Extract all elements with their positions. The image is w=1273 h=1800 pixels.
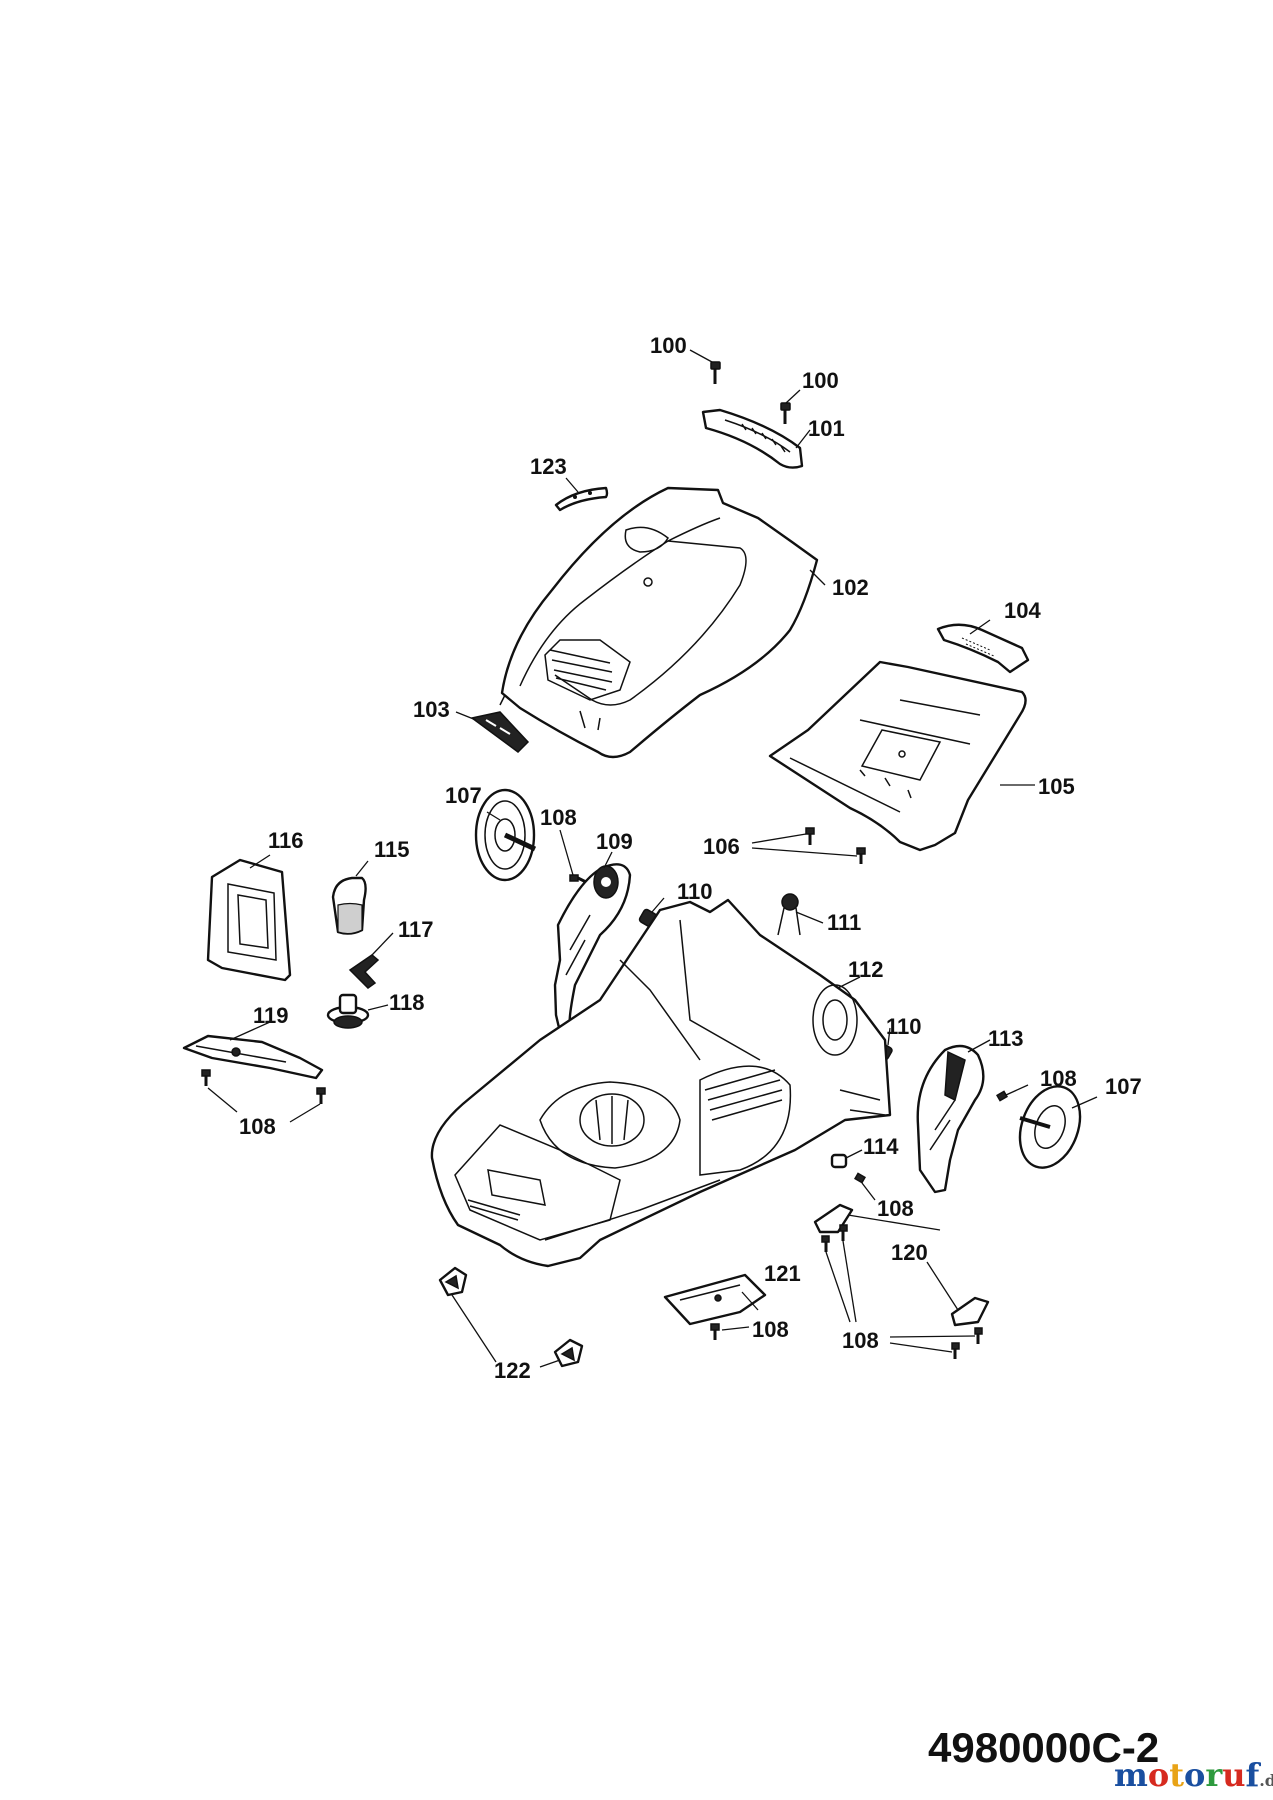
- label-101: 101: [808, 416, 845, 441]
- label-119: 119: [253, 1003, 289, 1028]
- part-112-deck: [430, 898, 892, 1268]
- part-122-clip-b: [553, 1338, 584, 1368]
- label-114: 114: [863, 1134, 899, 1159]
- part-102-top-cover: [499, 486, 819, 759]
- label-110-right: 110: [886, 1014, 922, 1039]
- part-120-clip-b: [950, 1296, 990, 1327]
- label-112: 112: [848, 957, 884, 982]
- watermark-letter: o: [1184, 1756, 1205, 1794]
- part-100-screw-b: [780, 402, 791, 424]
- part-118-knob: [326, 993, 370, 1029]
- watermark-logo: motoruf.de: [1114, 1756, 1273, 1794]
- part-120-clip-a: [813, 1203, 854, 1234]
- part-100-screw-a: [710, 361, 721, 384]
- part-121-plate: [663, 1273, 767, 1326]
- part-101-handle-grip: [701, 408, 804, 469]
- part-116-filter-frame: [206, 858, 292, 982]
- part-104-rear-handle: [936, 623, 1030, 674]
- drawing-number: 4980000C-2: [928, 1724, 1159, 1771]
- label-108-right: 108: [1040, 1066, 1077, 1091]
- label-103: 103: [413, 697, 450, 722]
- part-labels: 100 100 101 123 102 103 104 105 106 107 …: [239, 333, 1142, 1383]
- label-105: 105: [1038, 774, 1075, 799]
- part-103-switch-clip: [470, 711, 530, 753]
- part-119-bracket: [182, 1034, 324, 1080]
- label-113: 113: [988, 1026, 1024, 1051]
- watermark-letter: u: [1222, 1756, 1245, 1794]
- label-104: 104: [1004, 598, 1041, 623]
- label-109: 109: [596, 829, 633, 854]
- label-118: 118: [389, 990, 425, 1015]
- part-108-screw-109: [569, 874, 587, 884]
- label-108-mid: 108: [877, 1196, 914, 1221]
- part-108-screws-120: [821, 1224, 983, 1359]
- part-108-screw-113: [996, 1090, 1008, 1102]
- part-108-screw-121: [710, 1323, 720, 1340]
- part-105-rear-flap: [768, 660, 1027, 852]
- label-107-right: 107: [1105, 1074, 1142, 1099]
- label-122: 122: [494, 1358, 531, 1383]
- label-110-left: 110: [677, 879, 713, 904]
- label-108-bottom-center: 108: [752, 1317, 789, 1342]
- label-111: 111: [827, 910, 861, 935]
- label-115: 115: [374, 837, 410, 862]
- label-108-bottom-right: 108: [842, 1328, 879, 1353]
- leader-lines: [207, 349, 1098, 1368]
- part-122-clip-a: [438, 1266, 468, 1297]
- label-117: 117: [398, 917, 434, 942]
- label-106: 106: [703, 834, 740, 859]
- part-113-height-adjuster-right: [916, 1044, 985, 1194]
- part-108-screws-119: [201, 1069, 326, 1104]
- label-108-top: 108: [540, 805, 577, 830]
- part-117-clip: [348, 954, 380, 989]
- label-100-a: 100: [650, 333, 687, 358]
- watermark-letter: f: [1245, 1756, 1261, 1794]
- svg-text:motoruf.de: motoruf.de: [1114, 1756, 1273, 1794]
- part-107-wheel-right: [1018, 1085, 1082, 1169]
- label-123: 123: [530, 454, 567, 479]
- part-111-spring: [777, 893, 801, 936]
- label-107-left: 107: [445, 783, 482, 808]
- part-115-motor-cap: [331, 876, 367, 935]
- label-116: 116: [268, 828, 304, 853]
- part-107-wheel-left: [474, 788, 537, 882]
- label-102: 102: [832, 575, 869, 600]
- watermark-letter: t: [1169, 1756, 1184, 1794]
- label-100-b: 100: [802, 368, 839, 393]
- watermark-suffix: .de: [1259, 1771, 1273, 1790]
- part-106-screws: [805, 827, 866, 864]
- watermark-letter: o: [1148, 1756, 1169, 1794]
- label-121: 121: [764, 1261, 801, 1286]
- watermark-letter: m: [1114, 1756, 1148, 1794]
- label-108-left: 108: [239, 1114, 276, 1139]
- label-120: 120: [891, 1240, 928, 1265]
- part-114-bushing: [830, 1153, 848, 1169]
- watermark-letter: r: [1205, 1756, 1223, 1794]
- part-108-screw-114: [854, 1172, 866, 1184]
- part-123-cable-clip: [554, 486, 609, 512]
